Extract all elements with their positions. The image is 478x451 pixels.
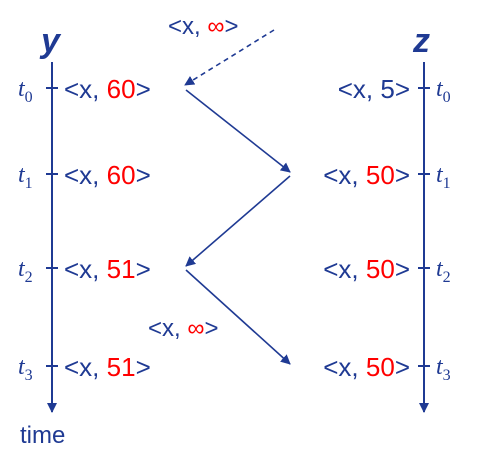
- z-state-labels: <x, 5> <x, 50> <x, 50> <x, 50>: [323, 74, 410, 382]
- arrow-y-to-z-2: [185, 269, 291, 365]
- arrow-y-to-z-1: [185, 89, 291, 173]
- z-tick-label-3: t3: [436, 354, 451, 384]
- time-axis-label: time: [20, 422, 65, 449]
- z-tick-label-0: t0: [436, 76, 451, 106]
- y-tick-marks: [46, 87, 58, 367]
- y-state-2: <x, 51>: [64, 254, 151, 284]
- outgoing-message-label: <x, ∞>: [148, 315, 218, 342]
- z-state-1: <x, 50>: [323, 160, 410, 190]
- y-state-1: <x, 60>: [64, 160, 151, 190]
- z-tick-label-2: t2: [436, 256, 451, 286]
- z-tick-label-1: t1: [436, 162, 451, 192]
- node-y-title: y: [39, 22, 62, 60]
- node-z-title: z: [412, 22, 430, 60]
- z-tick-marks: [418, 87, 430, 367]
- arrow-z-to-y: [185, 175, 291, 267]
- z-state-3: <x, 50>: [323, 352, 410, 382]
- y-tick-label-2: t2: [18, 256, 33, 286]
- y-tick-label-1: t1: [18, 162, 33, 192]
- y-state-0: <x, 60>: [64, 74, 151, 104]
- z-state-2: <x, 50>: [323, 254, 410, 284]
- incoming-message-label: <x, ∞>: [168, 13, 238, 40]
- y-state-labels: <x, 60> <x, 60> <x, 51> <x, 51>: [64, 74, 151, 382]
- z-tick-labels: t0 t1 t2 t3: [436, 76, 451, 384]
- y-state-3: <x, 51>: [64, 352, 151, 382]
- z-state-0: <x, 5>: [338, 74, 410, 104]
- y-tick-labels: t0 t1 t2 t3: [18, 76, 33, 384]
- y-tick-label-0: t0: [18, 76, 33, 106]
- y-tick-label-3: t3: [18, 354, 33, 384]
